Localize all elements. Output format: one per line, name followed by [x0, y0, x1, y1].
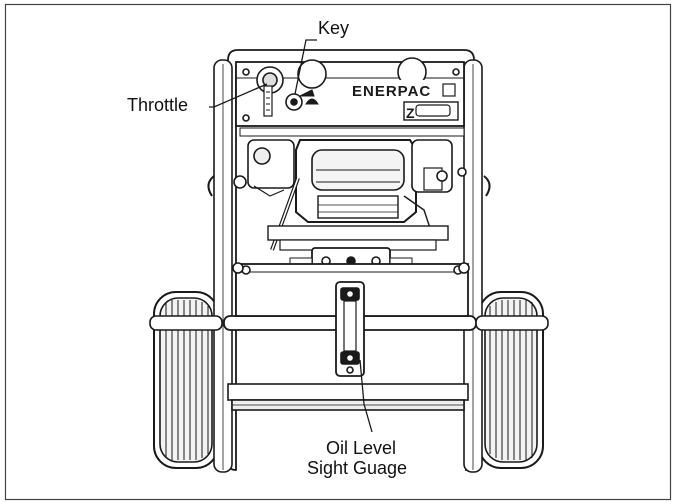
oil-level-label-line2: Sight Guage	[306, 458, 408, 478]
oil-level-sight-gauge	[335, 281, 365, 377]
engine	[207, 127, 491, 275]
throttle-callout-label: Throttle	[127, 95, 189, 115]
model-badge: Z	[406, 105, 415, 121]
figure-border	[4, 3, 672, 501]
throttle-leader	[209, 83, 268, 108]
brand-badge: ENERPAC	[352, 83, 431, 100]
pump-unit: ENERPAC Z	[149, 49, 549, 473]
key-leader	[294, 39, 317, 95]
oil-level-callout-label: Oil Level Sight Guage	[296, 438, 426, 478]
key-callout-label: Key	[318, 18, 350, 38]
oil-level-label-line1: Oil Level	[325, 438, 397, 458]
oil-gauge-leader	[359, 359, 373, 433]
control-panel: ENERPAC Z	[235, 57, 465, 127]
leader-lines	[209, 39, 373, 433]
